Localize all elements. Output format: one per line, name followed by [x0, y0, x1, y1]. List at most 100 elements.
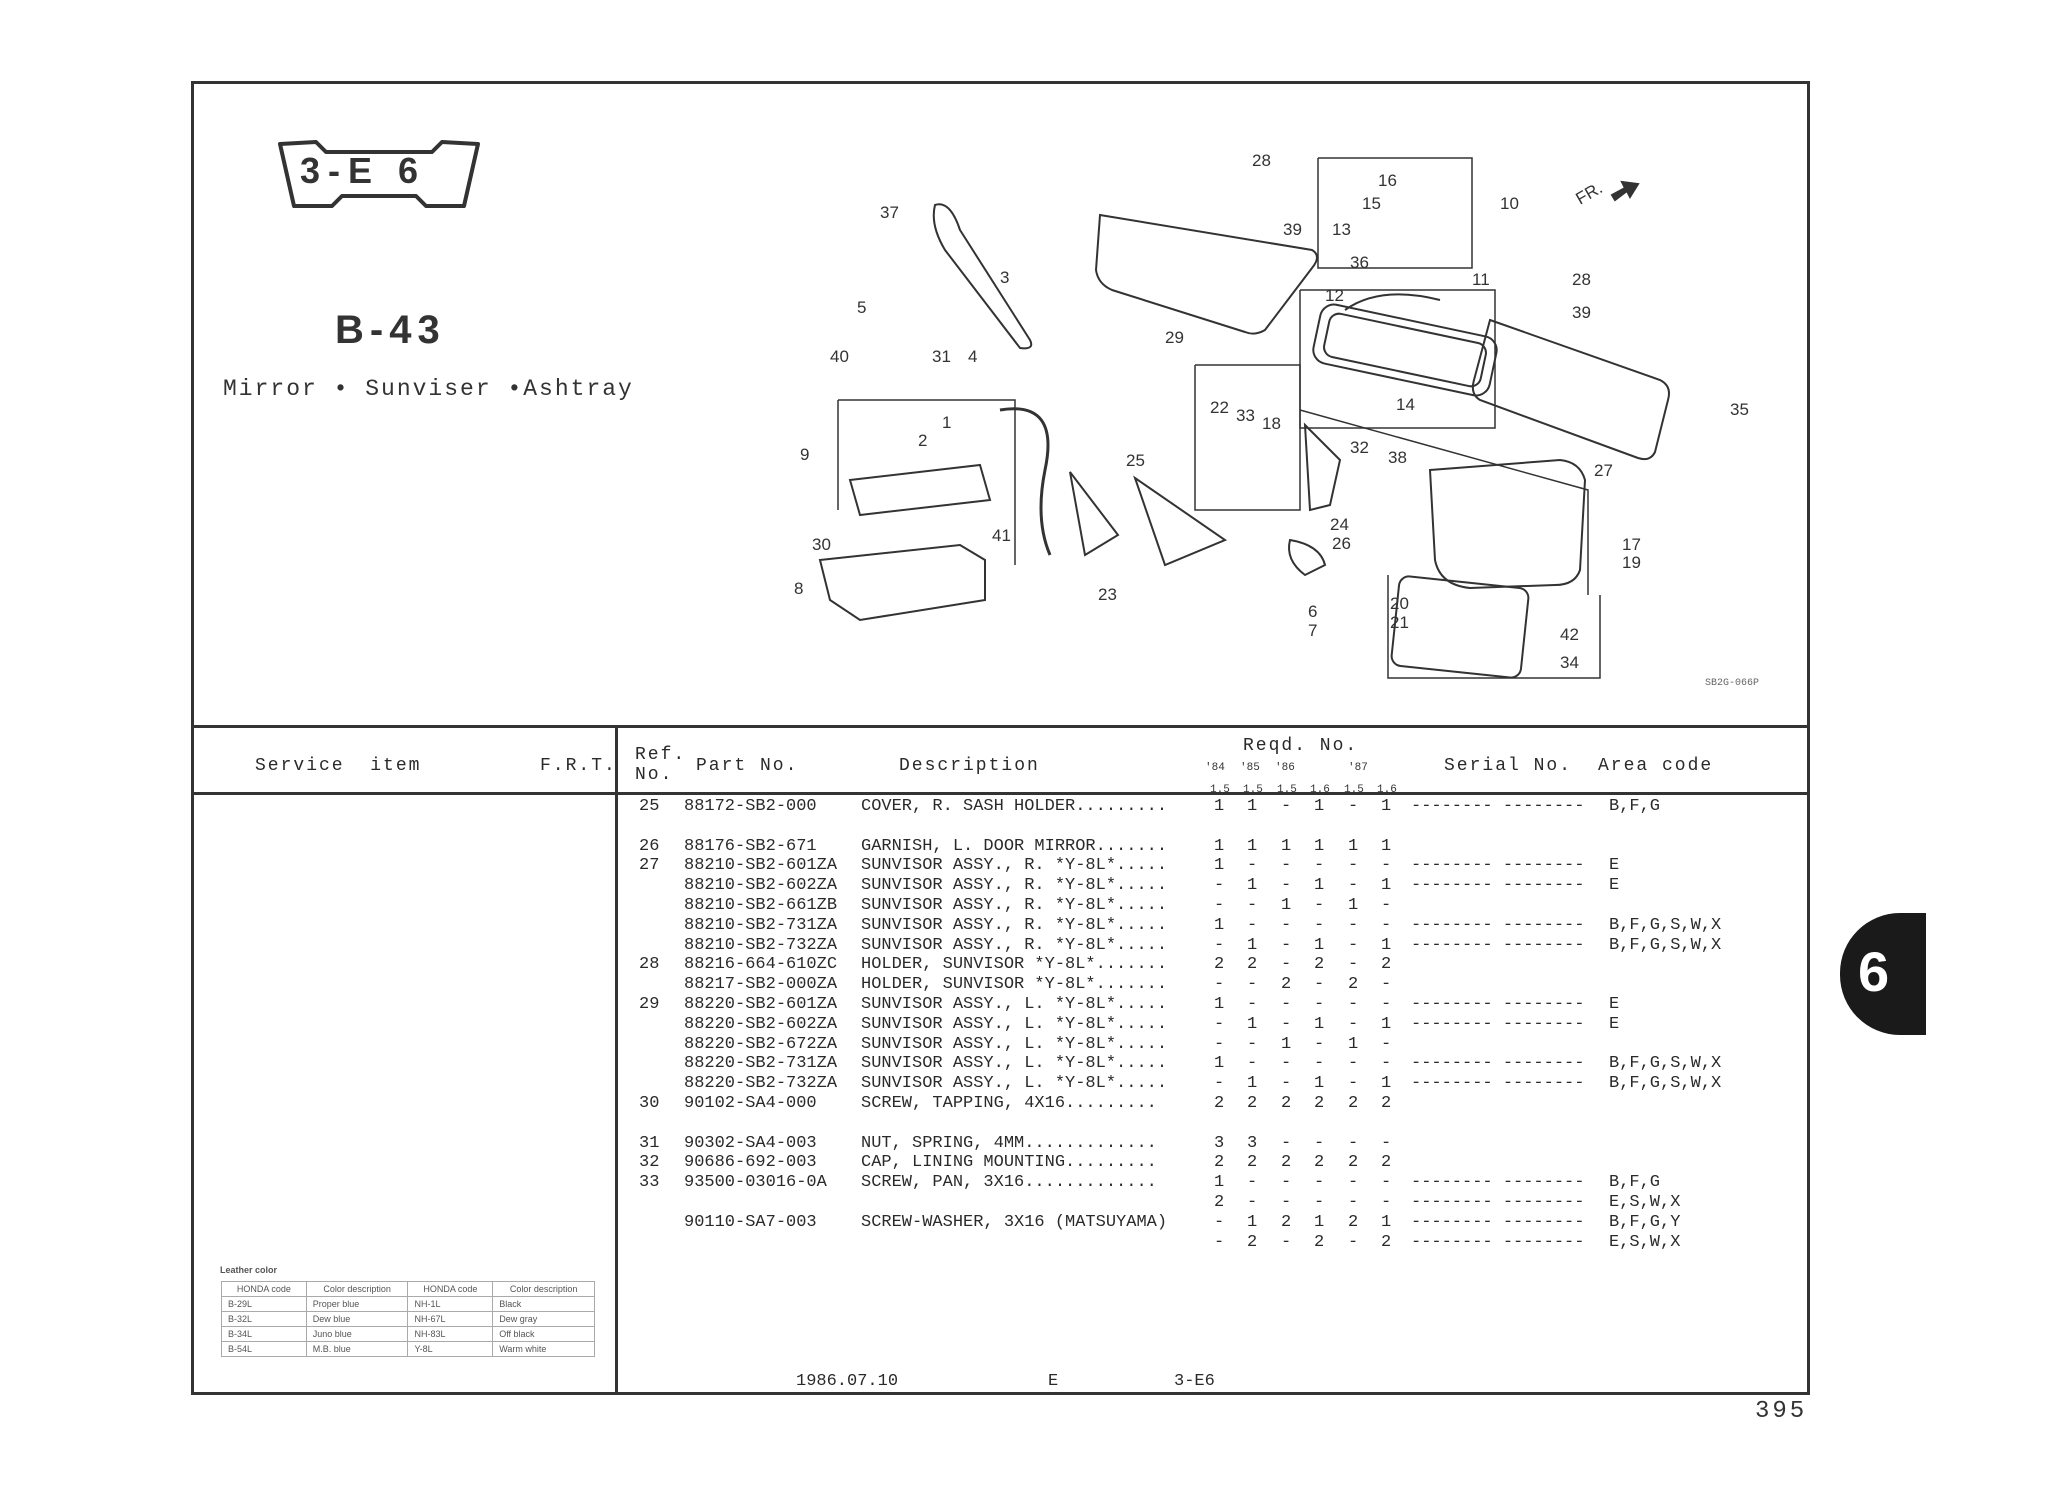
reqd-qty: 2 [1348, 1153, 1359, 1173]
area-code: B,F,G [1609, 1173, 1661, 1193]
reqd-qty: 2 [1214, 1153, 1225, 1173]
reqd-qty: - [1314, 1034, 1325, 1054]
reqd-qty: - [1381, 915, 1392, 935]
reqd-qty: 1 [1381, 836, 1392, 856]
leather-header: Color description [492, 1281, 595, 1297]
reqd-qty: - [1247, 975, 1258, 995]
reqd-qty: 2 [1348, 1094, 1359, 1113]
color-description: Dew gray [492, 1311, 595, 1327]
reqd-qty: - [1314, 896, 1325, 915]
callout-label: 33 [1236, 406, 1255, 425]
honda-code: B-54L [221, 1341, 307, 1357]
reqd-qty: 1 [1214, 915, 1225, 935]
area-code: E,S,W,X [1609, 1193, 1681, 1212]
serial-no: -------- -------- [1411, 1014, 1585, 1034]
engine-label: 1.6 [1310, 784, 1330, 796]
part-no: 93500-03016-0A [684, 1173, 827, 1193]
reqd-qty: - [1281, 1133, 1292, 1153]
reqd-qty: 1 [1348, 896, 1359, 915]
callout-label: 1 [942, 413, 951, 432]
table-header-divider [191, 792, 1810, 795]
area-code-header: Area code [1598, 756, 1714, 776]
serial-no: -------- -------- [1411, 1074, 1585, 1094]
page-frame [191, 81, 1810, 1395]
ref-no: 33 [639, 1173, 660, 1193]
callout-label: 15 [1362, 194, 1381, 213]
callout-label: 29 [1165, 328, 1184, 347]
callout-label: 35 [1730, 400, 1749, 419]
reqd-qty: 1 [1314, 836, 1325, 856]
ref-no: 28 [639, 955, 660, 975]
reqd-qty: - [1381, 896, 1392, 915]
reqd-qty: - [1348, 1232, 1359, 1252]
reqd-qty: 1 [1281, 896, 1292, 915]
reqd-qty: 1 [1214, 995, 1225, 1014]
part-no-header: Part No. [696, 756, 799, 776]
reqd-qty: - [1381, 856, 1392, 876]
reqd-qty: 3 [1214, 1133, 1225, 1153]
serial-no: -------- -------- [1411, 856, 1585, 876]
reqd-qty: 2 [1281, 1153, 1292, 1173]
reqd-qty: - [1281, 1193, 1292, 1212]
reqd-qty: - [1281, 856, 1292, 876]
reqd-qty: - [1348, 995, 1359, 1014]
ref-no: 32 [639, 1153, 660, 1173]
description: SUNVISOR ASSY., L. *Y-8L*..... [861, 1074, 1168, 1094]
front-marker-label: FR. [1573, 178, 1606, 208]
part-no: 88220-SB2-601ZA [684, 995, 838, 1014]
callout-label: 21 [1390, 613, 1409, 632]
reqd-qty: - [1381, 975, 1392, 995]
reqd-qty: - [1281, 935, 1292, 955]
reqd-qty: - [1247, 856, 1258, 876]
callout-label: 25 [1126, 451, 1145, 470]
part-no: 90686-692-003 [684, 1153, 817, 1173]
reqd-qty: 1 [1381, 935, 1392, 955]
part-no: 88210-SB2-602ZA [684, 876, 838, 896]
reqd-qty: 2 [1281, 975, 1292, 995]
front-arrow-icon [1610, 180, 1640, 202]
reqd-qty: 1 [1214, 836, 1225, 856]
callout-label: 17 [1622, 535, 1641, 554]
serial-no: -------- -------- [1411, 935, 1585, 955]
callout-label: 16 [1378, 171, 1397, 190]
reqd-qty: - [1314, 1133, 1325, 1153]
reqd-qty: 1 [1348, 836, 1359, 856]
callout-label: 8 [794, 579, 803, 598]
reqd-qty: 1 [1314, 1074, 1325, 1094]
reqd-qty: - [1348, 935, 1359, 955]
description: SUNVISOR ASSY., L. *Y-8L*..... [861, 1034, 1168, 1054]
serial-no: -------- -------- [1411, 995, 1585, 1014]
page-title: B-43 [335, 308, 446, 352]
description: SUNVISOR ASSY., L. *Y-8L*..... [861, 995, 1168, 1014]
callout-label: 10 [1500, 194, 1519, 213]
garnish-shape [1133, 475, 1228, 567]
reqd-qty: 2 [1247, 1153, 1258, 1173]
assist-grip-shape [932, 203, 1033, 350]
reqd-qty: - [1281, 955, 1292, 975]
service-column-divider [615, 725, 618, 1395]
reqd-qty: 1 [1381, 1074, 1392, 1094]
part-no: 88220-SB2-731ZA [684, 1054, 838, 1074]
section-badge-text: 3-E 6 [300, 150, 427, 191]
callout-label: 34 [1560, 653, 1579, 672]
door-mirror-shape [1428, 458, 1587, 590]
honda-code: B-34L [221, 1326, 307, 1342]
callout-label: 27 [1594, 461, 1613, 480]
reqd-qty: - [1214, 1014, 1225, 1034]
description: SUNVISOR ASSY., R. *Y-8L*..... [861, 935, 1168, 955]
description: COVER, R. SASH HOLDER......... [861, 797, 1168, 816]
description: SCREW, TAPPING, 4X16......... [861, 1094, 1157, 1113]
callout-label: 39 [1283, 220, 1302, 239]
reqd-qty: 2 [1348, 975, 1359, 995]
page-subtitle: Mirror • Sunviser •Ashtray [223, 376, 634, 402]
footer-code: 3-E6 [1174, 1372, 1215, 1391]
honda-code: B-32L [221, 1311, 307, 1327]
reqd-qty: 2 [1247, 1232, 1258, 1252]
section-tab[interactable]: 6 [1840, 913, 1926, 1035]
reqd-qty: - [1348, 915, 1359, 935]
engine-label: 1.5 [1243, 784, 1263, 796]
description: SCREW-WASHER, 3X16 (MATSUYAMA) [861, 1212, 1168, 1232]
callout-label: 36 [1350, 253, 1369, 272]
honda-code: Y-8L [407, 1341, 494, 1357]
serial-no: -------- -------- [1411, 797, 1585, 816]
